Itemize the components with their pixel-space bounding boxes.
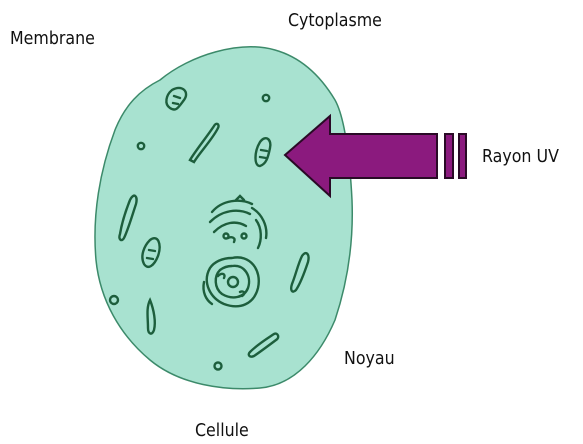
label-nucleus: Noyau [344, 348, 395, 369]
uv-arrow-stripe-2 [459, 134, 466, 178]
label-uv-ray: Rayon UV [482, 146, 559, 167]
label-cell: Cellule [195, 420, 249, 441]
label-cytoplasm: Cytoplasme [288, 10, 382, 31]
label-membrane: Membrane [10, 28, 95, 49]
uv-arrow-stripe-1 [445, 134, 453, 178]
cell-body [95, 47, 352, 389]
